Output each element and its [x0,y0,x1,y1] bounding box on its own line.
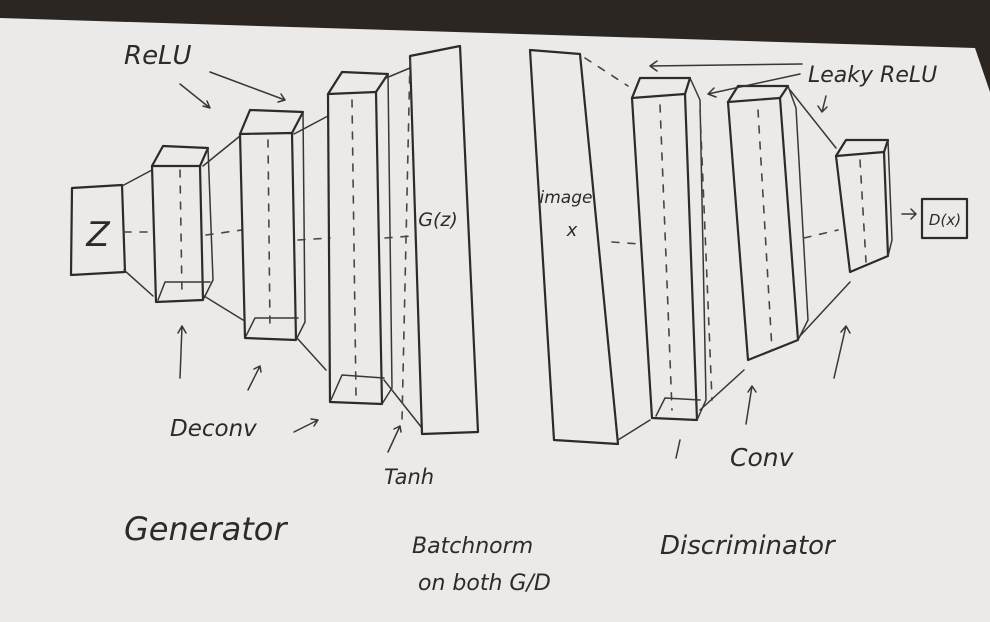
relu-arrow-2 [209,71,286,103]
d-of-x-label: D(x) [929,211,961,229]
batchnorm-note-line1: Batchnorm [412,534,533,559]
d-of-x-arrow [901,208,917,220]
relu-arrow-1 [179,83,211,109]
generator-layer-1 [150,144,214,304]
real-image-slab: image x [528,48,629,446]
z-label: Z [85,215,110,255]
generator-layer-2 [238,108,306,342]
image-to-disc1-connector [617,419,651,441]
deconv-arrow-2 [247,365,262,391]
leaky-relu-arrow-2 [707,73,801,98]
image-label: image [540,188,593,208]
z-input-block: Z [69,183,127,277]
discriminator-title: Discriminator [660,531,837,561]
deconv-arrow-3 [293,418,319,433]
relu-annotation: ReLU [124,41,192,71]
generator-title: Generator [124,510,288,548]
discriminator-layer-2 [726,84,809,362]
disc1-to-disc2-dash [699,109,713,401]
layer2-center-dash [297,237,331,241]
disc2-to-disc3-connector [789,89,851,337]
layer1-center-dash [205,229,243,236]
annotation-arrows [177,60,851,459]
conv-arrow-3 [833,325,851,379]
deconv1-to-deconv2-connector [202,135,244,321]
tanh-annotation: Tanh [384,465,434,489]
x-label: x [566,220,578,241]
generator-layer-3 [326,70,393,406]
conv-arrow-1 [675,439,681,459]
discriminator-layer-1 [630,76,707,422]
discriminator-layer-3 [834,138,893,274]
disc1-to-disc2-connector [699,369,745,411]
tanh-arrow [387,425,402,453]
image-to-disc-dash [611,241,641,245]
deconv-annotation: Deconv [170,416,257,442]
layer3-center-dash [384,235,413,239]
g-of-z-label: G(z) [418,209,458,231]
z-to-deconv1-connector [121,169,154,297]
deconv3-to-output-connector [383,67,423,429]
paper-sheet [0,18,990,622]
d-of-x-output-block: D(x) [901,197,969,240]
leaky-relu-arrow-1 [649,60,803,72]
deconv2-to-deconv3-connector [293,115,329,371]
generated-image-slab: G(z) [401,44,480,436]
leaky-relu-annotation: Leaky ReLU [808,63,937,88]
leaky-relu-arrow-3 [817,95,828,113]
deconv-arrow-1 [177,325,187,379]
conv-annotation: Conv [730,443,795,472]
conv-arrow-2 [745,385,757,425]
batchnorm-note-line2: on both G/D [418,571,551,596]
disc2-center-dash [803,229,839,239]
